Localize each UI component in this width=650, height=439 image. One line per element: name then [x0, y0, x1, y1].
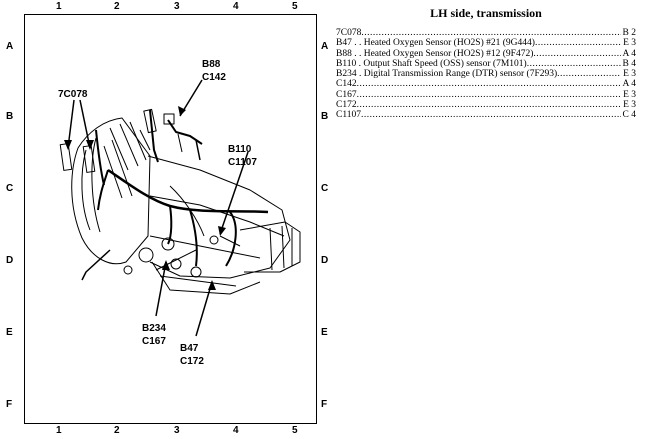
col-label-bottom-1: 1	[56, 425, 62, 436]
col-label-bottom-3: 3	[174, 425, 180, 436]
legend-row: B47 . . Heated Oxygen Sensor (HO2S) #21 …	[336, 38, 636, 48]
wiring-harness	[107, 168, 269, 214]
row-label-left-c: C	[6, 183, 14, 194]
transmission-case	[147, 155, 291, 279]
col-label-top-2: 2	[114, 1, 120, 12]
callout-b47-c172: B47 C172	[180, 342, 204, 368]
callout-7c078: 7C078	[58, 90, 87, 100]
legend-leader-dots	[357, 79, 621, 89]
callout-b88-c142: B88 C142	[202, 58, 226, 84]
legend-leader-dots	[357, 100, 621, 110]
legend-title: LH side, transmission	[430, 6, 542, 20]
legend-leader-dots	[527, 59, 621, 69]
row-label-left-b: B	[6, 111, 14, 122]
legend-component: C1107	[336, 110, 361, 121]
legend-grid-location: E 3	[623, 69, 636, 80]
legend-grid-location: A 4	[622, 48, 636, 59]
legend-row: B88 . . Heated Oxygen Sensor (HO2S) #12 …	[336, 49, 636, 59]
legend-grid-location: B 4	[622, 58, 636, 69]
col-label-top-5: 5	[292, 1, 298, 12]
row-label-right-f: F	[321, 399, 328, 410]
legend-leader-dots	[361, 28, 620, 38]
col-label-top-1: 1	[56, 1, 62, 12]
legend-leader-dots	[557, 69, 621, 79]
legend-component: C167	[336, 89, 357, 100]
legend-leader-dots	[361, 110, 621, 120]
legend-grid-location: E 3	[623, 89, 636, 100]
legend-component: B234 . Digital Transmission Range (DTR) …	[336, 69, 558, 80]
legend-row: C142 A 4	[336, 79, 636, 89]
legend-row: B234 . Digital Transmission Range (DTR) …	[336, 69, 636, 79]
callout-c1107: C1107	[228, 157, 257, 168]
legend-component: C142	[336, 79, 357, 90]
callout-b234-c167: B234 C167	[142, 322, 166, 348]
legend-row: C172 E 3	[336, 100, 636, 110]
row-label-right-e: E	[321, 327, 328, 338]
legend-leader-dots	[357, 90, 621, 100]
row-label-left-f: F	[6, 399, 13, 410]
legend-row: C1107 C 4	[336, 110, 636, 120]
col-label-bottom-4: 4	[233, 425, 239, 436]
callout-c167: C167	[142, 336, 166, 347]
legend-component: B88 . . Heated Oxygen Sensor (HO2S) #12 …	[336, 48, 534, 59]
callout-b110-c1107: B110 C1107	[228, 143, 257, 169]
row-label-left-a: A	[6, 41, 14, 52]
col-label-bottom-5: 5	[292, 425, 298, 436]
legend-leader-dots	[533, 49, 620, 59]
col-label-top-4: 4	[233, 1, 239, 12]
col-label-bottom-2: 2	[114, 425, 120, 436]
legend-grid-location: E 3	[623, 38, 636, 49]
legend-component: C172	[336, 100, 357, 111]
legend-row: B110 . Output Shaft Speed (OSS) sensor (…	[336, 59, 636, 69]
callout-b88: B88	[202, 59, 221, 70]
connector-7c078	[59, 143, 73, 171]
legend-grid-location: B 2	[622, 28, 636, 38]
row-label-left-e: E	[6, 327, 13, 338]
legend-grid-location: A 4	[622, 79, 636, 90]
row-label-left-d: D	[6, 255, 14, 266]
callout-c172: C172	[180, 356, 204, 367]
legend-component: B47 . . Heated Oxygen Sensor (HO2S) #21 …	[336, 38, 535, 49]
tail-housing	[239, 221, 301, 273]
bell-housing	[71, 117, 151, 265]
legend-grid-location: E 3	[623, 100, 636, 111]
callout-b110: B110	[228, 144, 252, 155]
legend-grid-location: C 4	[622, 110, 636, 121]
legend-leader-dots	[535, 38, 621, 48]
row-label-right-c: C	[321, 183, 329, 194]
legend-component: B110 . Output Shaft Speed (OSS) sensor (…	[336, 58, 527, 69]
row-label-right-a: A	[321, 41, 329, 52]
row-label-right-b: B	[321, 111, 329, 122]
callout-c142: C142	[202, 72, 226, 83]
legend-component: 7C078	[336, 28, 362, 38]
legend-list: 7C078 B 2 B47 . . Heated Oxygen Sensor (HO…	[336, 28, 636, 121]
callout-b234: B234	[142, 323, 166, 334]
legend-row: 7C078 B 2	[336, 28, 636, 38]
component-legend: LH side, transmission 7C078 B 2 B47 . . He…	[336, 6, 636, 121]
legend-row: C167 E 3	[336, 90, 636, 100]
callout-b47: B47	[180, 343, 199, 354]
diagram-frame	[24, 14, 317, 424]
callout-7c078-text: 7C078	[58, 89, 88, 100]
col-label-top-3: 3	[174, 1, 180, 12]
row-label-right-d: D	[321, 255, 329, 266]
